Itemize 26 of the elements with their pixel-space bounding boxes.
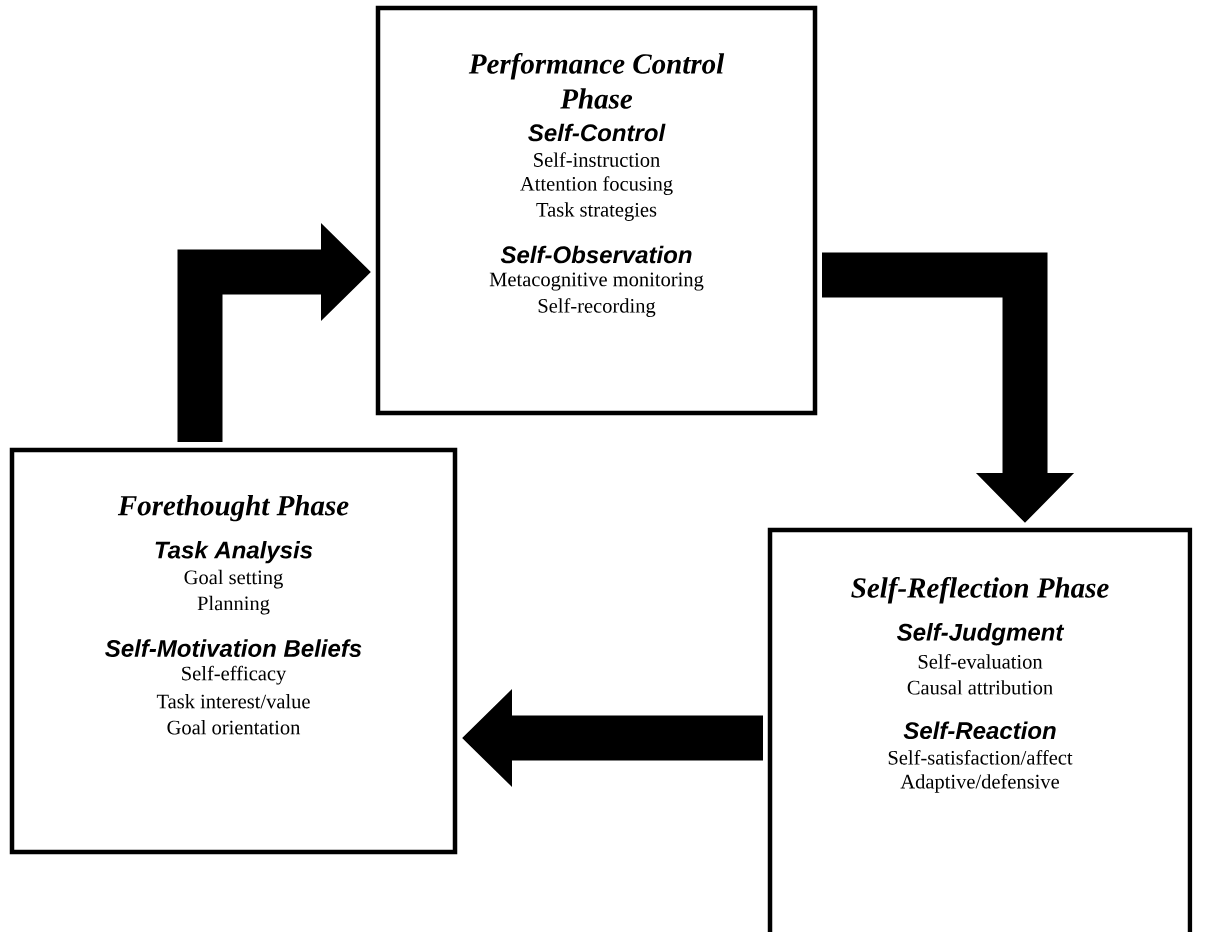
list-item: Metacognitive monitoring (489, 272, 704, 291)
list-item: Planning (197, 595, 270, 615)
list-item: Goal orientation (167, 720, 301, 735)
phase-title: Forethought Phase (117, 495, 349, 522)
section-heading: Self-Motivation Beliefs (105, 639, 362, 657)
list-item: Self-instruction (534, 152, 660, 167)
list-item: Attention focusing (520, 176, 673, 195)
phase-title: Performance Control Phase (468, 53, 725, 109)
section-heading: Self-Control (528, 123, 666, 142)
phase-box (767, 527, 1193, 932)
list-item: Self-satisfaction/affect (888, 750, 1073, 765)
list-item: Self-recording (538, 298, 656, 317)
section-heading: Self-Reaction (903, 721, 1056, 740)
list-item: Goal setting (184, 569, 283, 589)
phase-title: Self-Reflection Phase (851, 577, 1109, 604)
section-heading: Self-Judgment (896, 623, 1065, 646)
list-item: Causal attribution (907, 680, 1053, 695)
list-item: Task strategies (536, 202, 657, 221)
section-heading: Self-Observation (500, 245, 692, 264)
phase-box (9, 447, 458, 855)
section-heading: Task Analysis (155, 540, 313, 564)
list-item: Self-efficacy (182, 665, 287, 685)
list-item: Task interest/value (156, 694, 310, 709)
list-item: Adaptive/defensive (900, 773, 1059, 793)
phase-box (375, 5, 818, 416)
list-item: Self-evaluation (918, 654, 1043, 669)
